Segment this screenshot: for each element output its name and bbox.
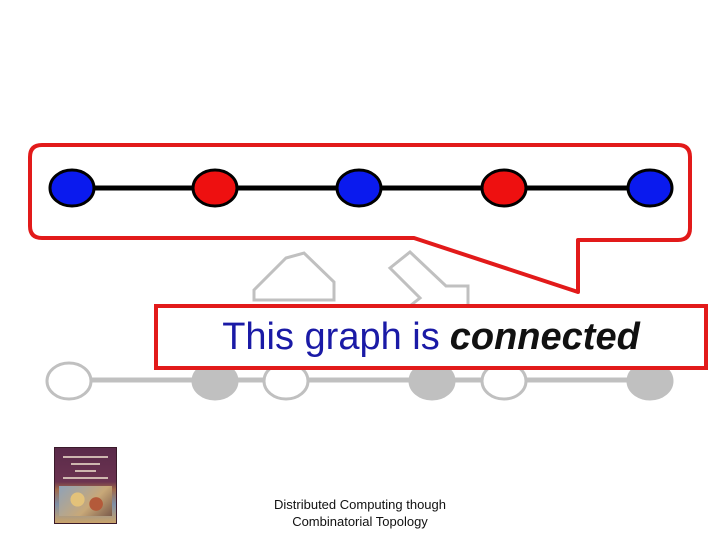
top-node-1-blue bbox=[48, 168, 96, 208]
footer-caption: Distributed Computing though Combinatori… bbox=[240, 496, 480, 530]
top-graph bbox=[48, 168, 674, 208]
footer-line-1: Distributed Computing though bbox=[274, 497, 446, 512]
footer-line-2: Combinatorial Topology bbox=[292, 514, 428, 529]
top-node-2-red bbox=[191, 168, 239, 208]
bottom-node-1 bbox=[45, 361, 93, 401]
callout-box bbox=[154, 304, 708, 370]
arrow-icon-left bbox=[252, 251, 336, 302]
arrow-icon bbox=[252, 250, 470, 322]
top-node-4-red bbox=[480, 168, 528, 208]
selection-outline bbox=[28, 143, 692, 294]
arrow-icon-right bbox=[387, 250, 470, 322]
book-cover-image bbox=[54, 447, 117, 524]
top-node-5-blue bbox=[626, 168, 674, 208]
top-node-3-blue bbox=[335, 168, 383, 208]
